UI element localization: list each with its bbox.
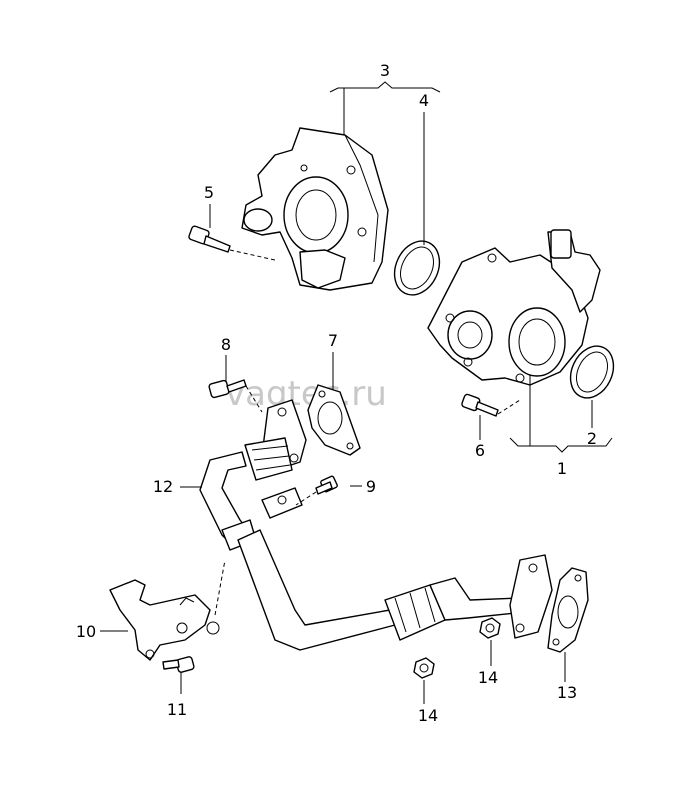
part-10-bracket <box>109 559 226 661</box>
callout-12: 12 <box>153 477 173 496</box>
part-5-bolt <box>188 225 276 261</box>
watermark: vagtec.ru <box>225 374 387 414</box>
part-2-o-ring <box>569 345 615 399</box>
callout-1: 1 <box>557 459 567 478</box>
part-8-bolt <box>208 379 263 413</box>
callout-11: 11 <box>167 700 187 719</box>
part-12-pipe <box>199 399 553 651</box>
callout-3: 3 <box>380 61 390 80</box>
callout-5: 5 <box>204 183 214 202</box>
callout-6: 6 <box>475 441 485 460</box>
callout-8: 8 <box>221 335 231 354</box>
callout-10: 10 <box>76 622 96 641</box>
callout-2: 2 <box>587 429 597 448</box>
part-7-gasket <box>307 384 361 456</box>
callout-9: 9 <box>366 477 376 496</box>
part-4-o-ring <box>393 240 441 296</box>
leader-lines <box>100 81 613 704</box>
callout-14-upper: 14 <box>478 668 498 687</box>
callout-13: 13 <box>557 683 577 702</box>
callouts: 3 4 5 8 7 9 12 10 11 14 14 13 2 6 1 <box>76 61 597 725</box>
part-9-bolt <box>295 475 338 506</box>
part-1-egr-valve <box>427 229 601 386</box>
part-14-nut <box>479 617 501 639</box>
callout-14-lower: 14 <box>418 706 438 725</box>
callout-7: 7 <box>328 331 338 350</box>
part-11-bolt <box>162 656 195 673</box>
part-14-nut-lower <box>413 657 435 679</box>
part-3-throttle-body <box>241 127 389 291</box>
callout-4: 4 <box>419 91 429 110</box>
part-6-bolt <box>461 393 521 417</box>
part-13-gasket <box>547 567 589 653</box>
